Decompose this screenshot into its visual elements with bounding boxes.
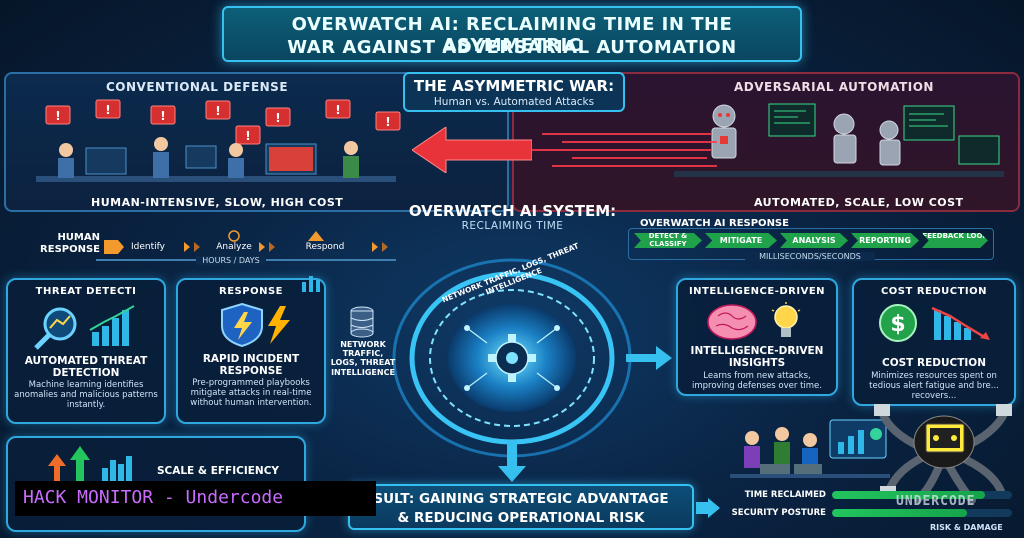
ai-step-analysis: ANALYSIS — [780, 233, 848, 248]
growth-arrows-icon — [44, 446, 134, 486]
ai-duration-label: MILLISECONDS/SECONDS — [745, 252, 875, 261]
svg-text:!: ! — [105, 103, 110, 117]
svg-text:!: ! — [160, 109, 165, 123]
intelligence-desc: Learns from new attacks, improving defen… — [691, 371, 822, 391]
dollar-chart-icon: $ — [874, 302, 998, 344]
result-line1: SULT: GAINING STRATEGIC ADVANTAGE — [373, 491, 669, 507]
result-banner: SULT: GAINING STRATEGIC ADVANTAGE & REDU… — [348, 484, 694, 530]
metric-security-label: SECURITY POSTURE — [731, 508, 826, 518]
title-banner: OVERWATCH AI: RECLAIMING TIME IN THE ASY… — [222, 6, 802, 62]
intelligence-title: INTELLIGENCE-DRIVEN INSIGHTS — [690, 345, 824, 369]
watermark-text: HACK MONITOR - Undercode — [23, 487, 284, 508]
system-title: OVERWATCH AI SYSTEM: — [408, 202, 617, 220]
asymmetric-war-title: THE ASYMMETRIC WAR: — [413, 77, 615, 95]
stressed-analysts-illustration — [36, 136, 396, 191]
ai-response-label: OVERWATCH AI RESPONSE — [640, 218, 789, 229]
asymmetric-war-subtitle: Human vs. Automated Attacks — [433, 96, 595, 108]
threat-detection-header: THREAT DETECTI — [35, 286, 137, 297]
octopus-hacker-icon — [870, 394, 1020, 504]
svg-text:!: ! — [275, 111, 280, 125]
cost-reduction-card: COST REDUCTION $ COST REDUCTION Minimize… — [852, 278, 1016, 406]
result-arrow-icon — [696, 498, 720, 518]
metric-security-fill — [832, 509, 967, 517]
svg-text:!: ! — [385, 115, 390, 129]
scale-efficiency-title: SCALE & EFFICIENCY — [156, 465, 280, 477]
intelligence-card: INTELLIGENCE-DRIVEN INTELLIGENCE-DRIVEN … — [676, 278, 838, 396]
core-down-arrow-icon — [498, 440, 526, 482]
human-response-label: HUMAN RESPONSE — [40, 232, 100, 255]
hack-monitor-watermark: HACK MONITOR - Undercode — [15, 481, 376, 516]
human-response-label-line1: HUMAN — [57, 232, 100, 243]
svg-text:!: ! — [335, 103, 340, 117]
response-desc: Pre-programmed playbooks mitigate attack… — [190, 378, 312, 408]
adversarial-caption: AUTOMATED, SCALE, LOW COST — [754, 196, 964, 209]
metric-time-label: TIME RECLAIMED — [744, 490, 826, 500]
metric-security-bar — [832, 509, 1012, 517]
human-response-label-line2: RESPONSE — [40, 243, 100, 255]
asymmetric-war-box: THE ASYMMETRIC WAR: Human vs. Automated … — [403, 72, 625, 112]
input-sources-label: NETWORK TRAFFIC, LOGS, THREAT INTELLIGEN… — [330, 340, 396, 377]
svg-text:$: $ — [890, 312, 905, 337]
shield-lightning-icon — [216, 302, 296, 348]
core-to-intel-arrow-icon — [626, 346, 672, 370]
human-step-icons — [216, 228, 356, 242]
svg-text:!: ! — [215, 104, 220, 118]
response-title: RAPID INCIDENT RESPONSE — [202, 353, 300, 377]
robots-illustration — [674, 96, 1004, 191]
system-subtitle: RECLAIMING TIME — [461, 220, 564, 232]
ai-step-mitigate: MITIGATE — [705, 233, 777, 248]
ai-step-reporting: REPORTING — [851, 233, 919, 248]
page-title-line1: OVERWATCH AI: RECLAIMING TIME IN THE ASY… — [291, 14, 733, 56]
threat-detection-desc: Machine learning identifies anomalies an… — [14, 380, 158, 410]
overwatch-core-ring — [392, 258, 632, 458]
result-line2: & REDUCING OPERATIONAL RISK — [397, 510, 645, 526]
metrics-footer-label: RISK & DAMAGE — [930, 523, 1003, 532]
page-title-line2: WAR AGAINST ADVERSARIAL AUTOMATION — [287, 37, 737, 58]
attack-streaks — [512, 126, 722, 176]
database-icon — [349, 306, 375, 338]
human-duration-label: HOURS / DAYS — [196, 256, 266, 265]
threat-detection-title: AUTOMATED THREAT DETECTION — [24, 355, 148, 379]
attack-arrow-icon — [411, 126, 533, 174]
adversarial-automation-label: ADVERSARIAL AUTOMATION — [734, 80, 934, 94]
warning-icons: !!! !!! !! — [36, 98, 416, 148]
threat-detection-card: THREAT DETECTI AUTOMATED THREAT DETECTIO… — [6, 278, 166, 424]
team-dashboard-illustration — [730, 412, 890, 482]
cost-reduction-title: COST REDUCTION — [881, 357, 986, 369]
response-card: RESPONSE RAPID INCIDENT RESPONSE Pre-pro… — [176, 278, 326, 424]
intelligence-header: INTELLIGENCE-DRIVEN — [688, 286, 826, 297]
magnifier-chart-icon — [30, 304, 148, 350]
svg-text:!: ! — [245, 129, 250, 143]
ai-step-detect: DETECT & CLASSIFY — [634, 233, 702, 248]
ai-step-feedback: FEEDBACK LOOP — [922, 233, 988, 248]
svg-text:!: ! — [55, 109, 60, 123]
metric-time-bar — [832, 491, 1012, 499]
metric-time-fill — [832, 491, 985, 499]
conventional-caption: HUMAN-INTENSIVE, SLOW, HIGH COST — [91, 196, 344, 209]
mini-bars-icon — [300, 268, 330, 292]
cost-reduction-desc: Minimizes resources spent on tedious ale… — [869, 371, 999, 401]
cost-reduction-header: COST REDUCTION — [880, 286, 988, 297]
conventional-defense-label: CONVENTIONAL DEFENSE — [106, 80, 289, 94]
human-step-respond: Respond — [305, 242, 345, 252]
brain-bulb-icon — [698, 302, 818, 342]
undercode-logo: UNDERCODE — [896, 494, 976, 509]
human-step-identify: Identify — [131, 242, 165, 252]
human-step-analyze: Analyze — [216, 242, 252, 252]
human-response-flow — [104, 232, 394, 262]
response-header: RESPONSE — [219, 286, 283, 297]
